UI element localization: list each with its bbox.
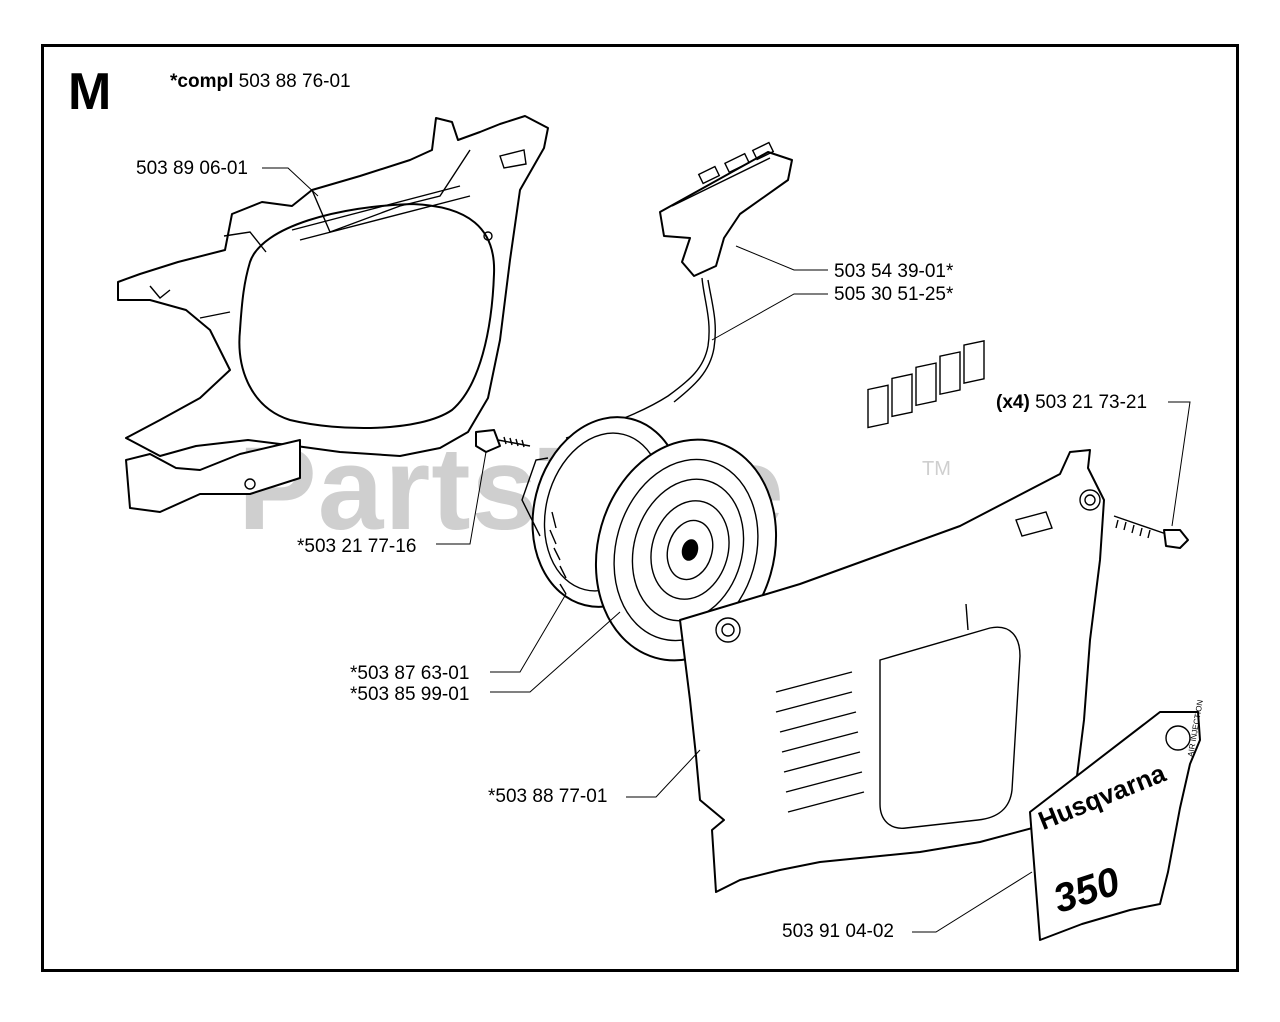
complete-assembly-label: *compl 503 88 76-01 [170, 72, 351, 91]
pulley-screw-drawing [475, 429, 531, 453]
starter-housing-drawing [117, 115, 549, 513]
callout-housing: 503 89 06-01 [136, 158, 248, 179]
callout-screw: (x4) 503 21 73-21 [996, 393, 1147, 412]
callout-screw-qty: (x4) [996, 392, 1030, 413]
compl-prefix: *compl [170, 71, 234, 92]
starter-handle-drawing [565, 141, 793, 439]
callout-spring: *503 85 99-01 [350, 684, 470, 705]
compl-number: 503 88 76-01 [238, 71, 351, 92]
section-letter: M [68, 63, 112, 121]
decal-drawing [1029, 711, 1201, 941]
callout-screw-number: 503 21 73-21 [1035, 392, 1148, 413]
watermark-trademark: TM [922, 458, 951, 480]
callout-decal: 503 91 04-02 [782, 921, 894, 942]
callout-cord: 505 30 51-25* [834, 284, 954, 305]
cover-screw-drawing [1113, 515, 1189, 549]
callout-handle: 503 54 39-01* [834, 261, 954, 282]
callout-leaders [262, 167, 1191, 933]
callout-cover: *503 88 77-01 [488, 786, 608, 807]
starter-cover-drawing [679, 339, 1105, 893]
diagram-frame [41, 44, 1239, 972]
callout-pulley: *503 87 63-01 [350, 663, 470, 684]
callout-pulley-screw: *503 21 77-16 [297, 536, 417, 557]
